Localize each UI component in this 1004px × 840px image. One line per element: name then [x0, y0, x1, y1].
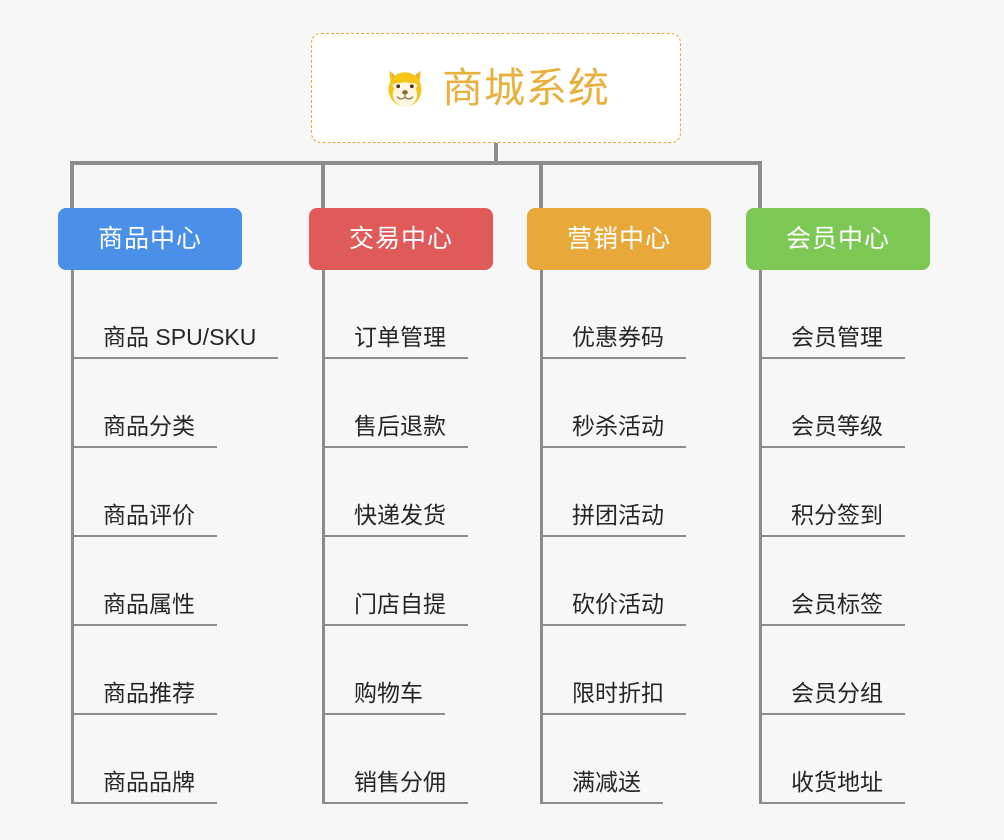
- leaf-item[interactable]: 订单管理: [322, 270, 468, 359]
- leaf-label: 砍价活动: [572, 590, 664, 617]
- category-label: 交易中心: [348, 224, 453, 253]
- leaf-item[interactable]: 限时折扣: [540, 626, 686, 715]
- leaf-item[interactable]: 销售分佣: [322, 715, 468, 804]
- leaf-item[interactable]: 积分签到: [759, 448, 905, 537]
- category-box-product[interactable]: 商品中心: [58, 208, 242, 270]
- leaf-underline: 拼团活动: [540, 501, 686, 537]
- leaf-label: 满减送: [572, 768, 641, 795]
- leaf-underline: 会员等级: [759, 412, 905, 448]
- leaf-item[interactable]: 拼团活动: [540, 448, 686, 537]
- leaf-underline: 会员标签: [759, 590, 905, 626]
- category-box-member[interactable]: 会员中心: [746, 208, 930, 270]
- leaf-item[interactable]: 优惠券码: [540, 270, 686, 359]
- leaf-underline: 商品分类: [71, 412, 217, 448]
- leaf-item[interactable]: 会员分组: [759, 626, 905, 715]
- leaf-item[interactable]: 会员标签: [759, 537, 905, 626]
- leaf-underline: 积分签到: [759, 501, 905, 537]
- connector-drop-3: [539, 161, 543, 208]
- leaf-underline: 订单管理: [322, 323, 468, 359]
- branch-column-marketing: 优惠券码秒杀活动拼团活动砍价活动限时折扣满减送: [540, 270, 686, 804]
- shiba-dog-icon: [388, 70, 422, 109]
- leaf-label: 销售分佣: [354, 768, 446, 795]
- category-box-marketing[interactable]: 营销中心: [527, 208, 711, 270]
- connector-drop-2: [321, 161, 325, 208]
- leaf-label: 商品评价: [103, 501, 195, 528]
- category-label: 营销中心: [566, 224, 671, 253]
- leaf-label: 商品属性: [103, 590, 195, 617]
- branch-trunk: [71, 270, 74, 804]
- leaf-item[interactable]: 商品品牌: [71, 715, 278, 804]
- leaf-label: 商品分类: [103, 412, 195, 439]
- branch-trunk: [540, 270, 543, 804]
- leaf-item[interactable]: 收货地址: [759, 715, 905, 804]
- leaf-item[interactable]: 商品属性: [71, 537, 278, 626]
- leaf-item[interactable]: 满减送: [540, 715, 686, 804]
- leaf-label: 积分签到: [791, 501, 883, 528]
- leaf-label: 门店自提: [354, 590, 446, 617]
- leaf-underline: 优惠券码: [540, 323, 686, 359]
- leaf-label: 商品推荐: [103, 679, 195, 706]
- leaf-item[interactable]: 购物车: [322, 626, 468, 715]
- leaf-label: 订单管理: [354, 323, 446, 350]
- leaf-item[interactable]: 商品推荐: [71, 626, 278, 715]
- leaf-underline: 商品品牌: [71, 768, 217, 804]
- leaf-label: 会员标签: [791, 590, 883, 617]
- leaf-item[interactable]: 售后退款: [322, 359, 468, 448]
- leaf-item[interactable]: 秒杀活动: [540, 359, 686, 448]
- branch-column-product: 商品 SPU/SKU 商品分类商品评价商品属性商品推荐商品品牌: [71, 270, 279, 804]
- leaf-label: 会员分组: [791, 679, 883, 706]
- leaf-item[interactable]: 商品评价: [71, 448, 278, 537]
- connector-stem: [494, 143, 498, 163]
- connector-drop-4: [758, 161, 762, 208]
- leaf-item[interactable]: 商品 SPU/SKU: [71, 270, 279, 359]
- leaf-label: 限时折扣: [572, 679, 664, 706]
- branch-column-trade: 订单管理售后退款快递发货门店自提购物车销售分佣: [322, 270, 468, 804]
- category-box-trade[interactable]: 交易中心: [309, 208, 493, 270]
- leaf-item[interactable]: 门店自提: [322, 537, 468, 626]
- category-label: 商品中心: [97, 224, 202, 253]
- root-title: 商城系统: [442, 64, 610, 111]
- leaf-label: 商品 SPU/SKU: [103, 323, 257, 350]
- leaf-underline: 销售分佣: [322, 768, 468, 804]
- leaf-underline: 限时折扣: [540, 679, 686, 715]
- leaf-underline: 售后退款: [322, 412, 468, 448]
- leaf-item[interactable]: 会员等级: [759, 359, 905, 448]
- leaf-item[interactable]: 商品分类: [71, 359, 278, 448]
- leaf-item[interactable]: 快递发货: [322, 448, 468, 537]
- leaf-underline: 商品评价: [71, 501, 217, 537]
- leaf-underline: 秒杀活动: [540, 412, 686, 448]
- leaf-label: 优惠券码: [572, 323, 664, 350]
- leaf-underline: 商品推荐: [71, 679, 217, 715]
- leaf-underline: 砍价活动: [540, 590, 686, 626]
- leaf-label: 会员等级: [791, 412, 883, 439]
- leaf-underline: 购物车: [322, 679, 445, 715]
- root-node[interactable]: 商城系统: [311, 33, 681, 143]
- branch-trunk: [759, 270, 762, 804]
- connector-horizontal-bar: [70, 161, 762, 165]
- leaf-underline: 商品 SPU/SKU: [71, 323, 279, 359]
- leaf-underline: 收货地址: [759, 768, 905, 804]
- leaf-underline: 快递发货: [322, 501, 468, 537]
- leaf-label: 快递发货: [354, 501, 446, 528]
- leaf-label: 拼团活动: [572, 501, 664, 528]
- leaf-item[interactable]: 砍价活动: [540, 537, 686, 626]
- leaf-underline: 会员分组: [759, 679, 905, 715]
- leaf-label: 商品品牌: [103, 768, 195, 795]
- leaf-label: 售后退款: [354, 412, 446, 439]
- leaf-underline: 门店自提: [322, 590, 468, 626]
- branch-column-member: 会员管理会员等级积分签到会员标签会员分组收货地址: [759, 270, 905, 804]
- category-label: 会员中心: [785, 224, 890, 253]
- connector-drop-1: [70, 161, 74, 208]
- leaf-underline: 满减送: [540, 768, 663, 804]
- branch-trunk: [322, 270, 325, 804]
- leaf-underline: 会员管理: [759, 323, 905, 359]
- leaf-underline: 商品属性: [71, 590, 217, 626]
- leaf-label: 购物车: [354, 679, 423, 706]
- leaf-label: 会员管理: [791, 323, 883, 350]
- leaf-item[interactable]: 会员管理: [759, 270, 905, 359]
- leaf-label: 秒杀活动: [572, 412, 664, 439]
- leaf-label: 收货地址: [791, 768, 883, 795]
